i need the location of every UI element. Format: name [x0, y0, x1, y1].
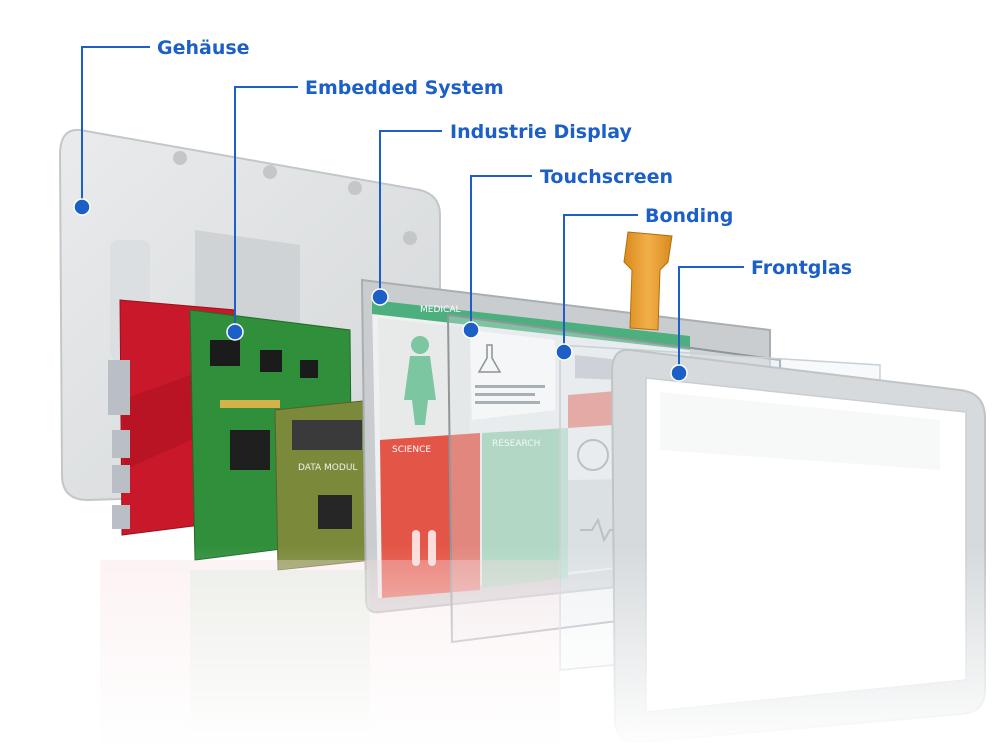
- leader-frontglas: [678, 266, 744, 373]
- leader-industrie: [379, 130, 442, 297]
- usb-connector: [112, 505, 130, 529]
- leader-touch: [470, 175, 532, 330]
- dot-gehaeuse: [73, 198, 91, 216]
- pie-icon: [577, 439, 609, 471]
- processor-chip: [318, 495, 352, 529]
- label-gehaeuse: Gehäuse: [157, 37, 250, 59]
- dot-embedded: [226, 323, 244, 341]
- module-brand-text: DATA MODUL: [298, 463, 357, 473]
- dot-frontglas: [670, 364, 688, 382]
- dot-industrie: [371, 288, 389, 306]
- callout-dots: [73, 198, 688, 382]
- screw-boss: [263, 165, 277, 179]
- usb-connector: [112, 465, 130, 493]
- flex-cable: [623, 231, 673, 331]
- screw-boss: [173, 151, 187, 165]
- callout-lines: [81, 46, 744, 373]
- science-tile-title: SCIENCE: [392, 445, 431, 455]
- flask-icon: [477, 344, 502, 373]
- label-frontglas: Frontglas: [751, 257, 852, 279]
- callout-labels: Gehäuse Embedded System Industrie Displa…: [157, 37, 852, 279]
- label-bonding: Bonding: [645, 205, 733, 227]
- research-tile-title: RESEARCH: [492, 439, 540, 449]
- dot-bonding: [555, 343, 573, 361]
- human-body-icon: [404, 356, 436, 425]
- label-embedded-system: Embedded System: [305, 77, 504, 99]
- heartbeat-icon: [580, 517, 620, 543]
- screen-header-text: MEDICAL: [420, 305, 461, 315]
- floor-reflection: [0, 545, 1000, 750]
- leader-gehaeuse: [81, 46, 150, 207]
- embedded-system: DATA MODUL: [108, 299, 373, 571]
- label-industrie-display: Industrie Display: [450, 121, 632, 143]
- dot-touch: [462, 321, 480, 339]
- leader-embedded: [234, 86, 298, 332]
- leader-bonding: [563, 214, 638, 352]
- screw-boss: [403, 231, 417, 245]
- screw-boss: [348, 181, 362, 195]
- usb-connector: [112, 430, 130, 458]
- dvi-connector: [108, 360, 130, 415]
- label-touchscreen: Touchscreen: [540, 166, 673, 188]
